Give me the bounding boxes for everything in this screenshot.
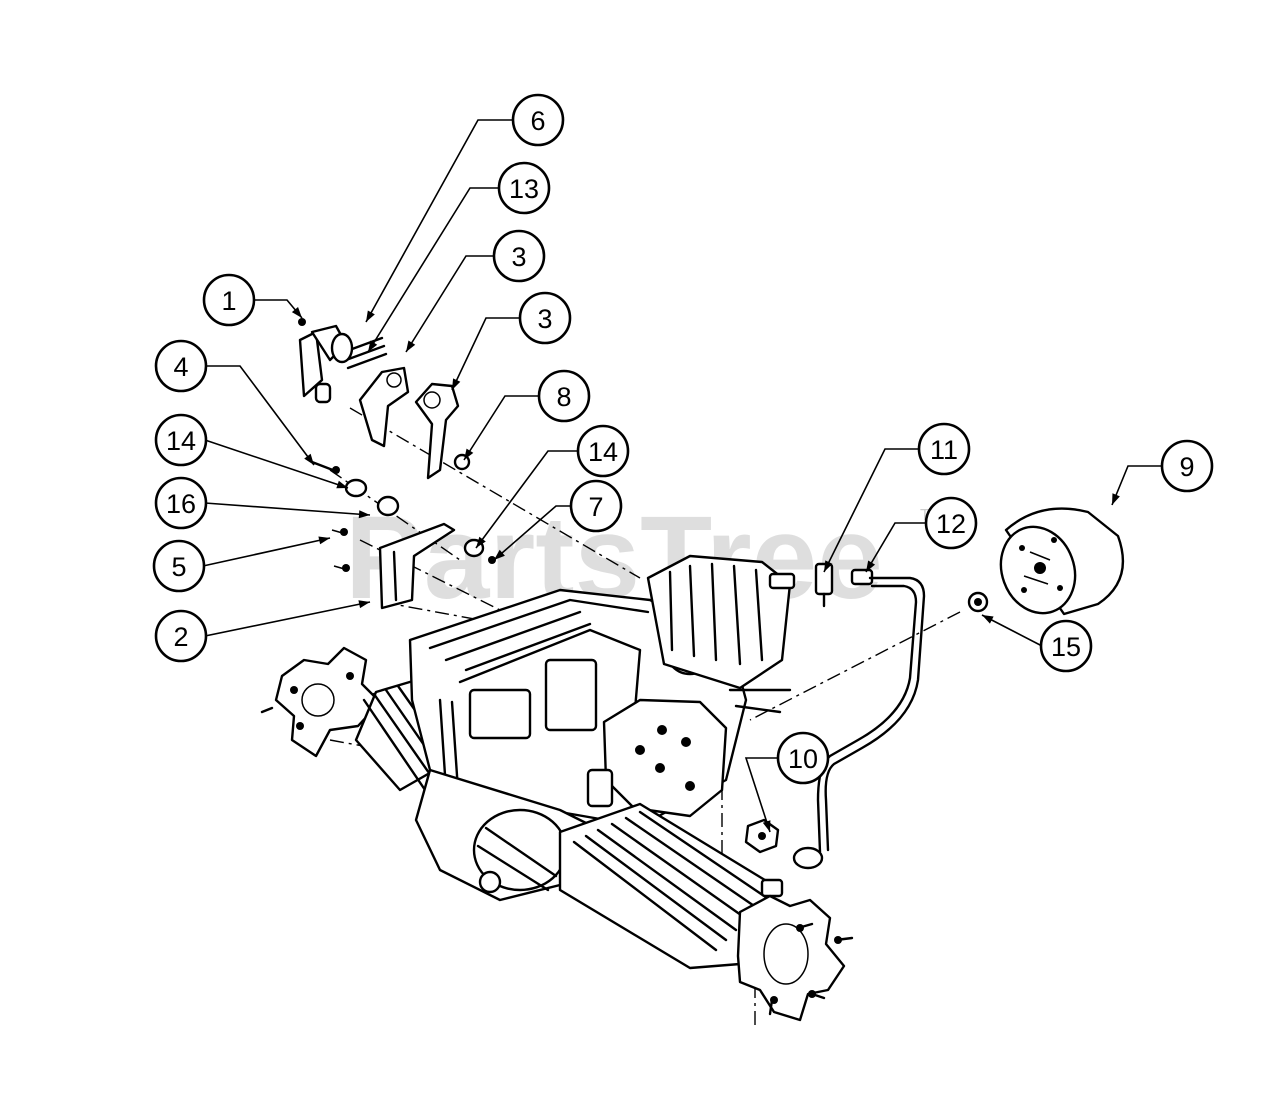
shift-linkage-parts xyxy=(298,318,496,610)
callout-11[interactable]: 11 xyxy=(917,422,971,476)
callout-4[interactable]: 4 xyxy=(154,339,208,393)
leader-arrow-16 xyxy=(358,510,370,519)
leader-arrow-6 xyxy=(366,310,375,322)
callout-circle[interactable] xyxy=(537,369,591,423)
callout-number: 3 xyxy=(537,304,552,334)
callout-9[interactable]: 9 xyxy=(1160,439,1214,493)
callout-circle[interactable] xyxy=(154,476,208,530)
callout-number: 1 xyxy=(221,286,236,316)
leader-arrow-3 xyxy=(452,378,461,390)
leader-line-14 xyxy=(204,439,349,489)
callout-14[interactable]: 14 xyxy=(154,413,208,467)
leader-line-13 xyxy=(367,187,500,353)
leader-line-3 xyxy=(451,317,521,391)
callout-number: 2 xyxy=(173,622,188,652)
callout-number: 6 xyxy=(530,106,545,136)
callout-number: 14 xyxy=(166,426,196,456)
callout-circle[interactable] xyxy=(924,496,978,550)
leader-arrow-9 xyxy=(1112,493,1120,505)
transaxle-assembly xyxy=(260,554,854,1022)
callout-10[interactable]: 10 xyxy=(776,731,830,785)
callout-5[interactable]: 5 xyxy=(152,539,206,593)
leader-arrow-13 xyxy=(368,340,378,352)
leader-line-6 xyxy=(365,119,514,323)
callout-circle[interactable] xyxy=(576,424,630,478)
callout-number: 13 xyxy=(509,174,539,204)
leader-arrow-10 xyxy=(762,820,771,832)
callout-circle[interactable] xyxy=(1160,439,1214,493)
callout-14[interactable]: 14 xyxy=(576,424,630,478)
callout-number: 4 xyxy=(173,352,188,382)
callout-6[interactable]: 6 xyxy=(511,93,565,147)
leader-line-11 xyxy=(823,448,920,573)
callout-8[interactable]: 8 xyxy=(537,369,591,423)
leader-line-9 xyxy=(1111,465,1163,506)
callout-16[interactable]: 16 xyxy=(154,476,208,530)
callout-circle[interactable] xyxy=(154,339,208,393)
leader-line-15 xyxy=(981,614,1043,647)
callout-number: 8 xyxy=(556,382,571,412)
callout-circle[interactable] xyxy=(154,609,208,663)
callout-2[interactable]: 2 xyxy=(154,609,208,663)
leader-arrow-8 xyxy=(464,448,474,460)
callout-1[interactable]: 1 xyxy=(202,273,256,327)
callout-number: 12 xyxy=(936,509,966,539)
callout-number: 11 xyxy=(930,435,958,465)
callout-number: 14 xyxy=(588,437,618,467)
callout-number: 15 xyxy=(1051,632,1081,662)
leader-line-4 xyxy=(205,365,315,466)
callout-number: 16 xyxy=(166,489,196,519)
leader-arrow-15 xyxy=(982,615,994,624)
callout-number: 10 xyxy=(788,744,818,774)
callout-circle[interactable] xyxy=(497,161,551,215)
callout-circle[interactable] xyxy=(917,422,971,476)
leader-line-1 xyxy=(253,299,303,319)
leader-arrow-3 xyxy=(406,340,416,352)
leader-arrow-12 xyxy=(866,560,876,572)
callout-7[interactable]: 7 xyxy=(569,479,623,533)
leader-line-14 xyxy=(475,450,579,549)
callout-circle[interactable] xyxy=(492,229,546,283)
callout-circle[interactable] xyxy=(154,413,208,467)
leader-arrow-14 xyxy=(336,480,348,489)
callout-circle[interactable] xyxy=(569,479,623,533)
callout-3[interactable]: 3 xyxy=(518,291,572,345)
leader-arrow-11 xyxy=(824,560,833,572)
callout-circle[interactable] xyxy=(1039,619,1093,673)
leader-arrow-2 xyxy=(358,600,370,609)
callout-number: 5 xyxy=(171,552,186,582)
leader-arrow-5 xyxy=(318,536,330,545)
leader-line-7 xyxy=(493,505,572,561)
callout-circle[interactable] xyxy=(511,93,565,147)
leader-arrow-1 xyxy=(291,306,302,318)
leader-line-10 xyxy=(744,757,779,833)
leader-arrow-7 xyxy=(494,549,505,560)
leader-arrow-4 xyxy=(304,453,314,465)
callout-15[interactable]: 15 xyxy=(1039,619,1093,673)
leader-line-5 xyxy=(202,537,331,567)
leader-lines xyxy=(202,119,1163,833)
callout-12[interactable]: 12 xyxy=(924,496,978,550)
leader-line-2 xyxy=(204,601,371,637)
leader-line-8 xyxy=(463,395,540,461)
callout-number: 7 xyxy=(588,492,603,522)
callout-circle[interactable] xyxy=(776,731,830,785)
callout-circle[interactable] xyxy=(202,273,256,327)
callout-3[interactable]: 3 xyxy=(492,229,546,283)
leader-line-12 xyxy=(865,522,927,573)
callout-circle[interactable] xyxy=(152,539,206,593)
leader-arrow-14 xyxy=(476,536,486,548)
leader-line-16 xyxy=(204,502,371,516)
callout-circle[interactable] xyxy=(518,291,572,345)
leader-line-3 xyxy=(405,255,495,353)
callout-13[interactable]: 13 xyxy=(497,161,551,215)
callout-number: 9 xyxy=(1179,452,1194,482)
callout-number: 3 xyxy=(511,242,526,272)
